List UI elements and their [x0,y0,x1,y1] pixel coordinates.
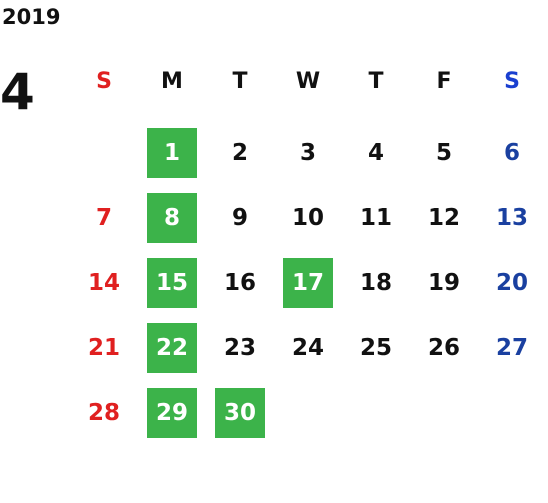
highlighted-day[interactable]: 1 [147,127,197,178]
weekday-monday: M [161,68,183,94]
calendar-day[interactable]: 14 [87,269,120,296]
calendar-day[interactable]: 27 [495,334,528,361]
calendar-day[interactable]: 13 [495,204,528,231]
calendar-day-cell: 25 [342,315,410,380]
calendar-day-cell: 22 [138,315,206,380]
calendar-day-cell: 5 [410,120,478,185]
weekday-tuesday: T [232,68,248,94]
calendar-day-cell: 21 [70,315,138,380]
calendar-day[interactable]: 16 [223,269,256,296]
calendar-day[interactable]: 20 [495,269,528,296]
calendar-day-cell: 7 [70,185,138,250]
calendar-day[interactable]: 24 [291,334,324,361]
calendar-day-cell: 10 [274,185,342,250]
highlighted-day[interactable]: 15 [147,257,197,308]
year-label: 2019 [2,5,61,29]
weekday-sunday: S [96,68,112,94]
weekday-wednesday: W [295,68,321,94]
calendar-day[interactable]: 26 [427,334,460,361]
calendar-day[interactable]: 19 [427,269,460,296]
weekday-thursday: T [368,68,384,94]
calendar-day-cell: 24 [274,315,342,380]
calendar-day-cell: 3 [274,120,342,185]
highlighted-day[interactable]: 29 [147,387,197,438]
calendar-day-cell: 20 [478,250,546,315]
calendar-day-cell: 12 [410,185,478,250]
calendar-day-cell: 30 [206,380,274,445]
calendar-day[interactable]: 18 [359,269,392,296]
calendar-day-cell: 18 [342,250,410,315]
calendar-empty-cell [70,120,138,185]
calendar-day-cell: 19 [410,250,478,315]
highlighted-day[interactable]: 22 [147,322,197,373]
calendar-day-cell: 27 [478,315,546,380]
calendar-day[interactable]: 6 [503,139,520,166]
calendar-day-cell: 28 [70,380,138,445]
calendar-day-cell: 26 [410,315,478,380]
calendar-day[interactable]: 12 [427,204,460,231]
calendar-day[interactable]: 28 [87,399,120,426]
calendar-day[interactable]: 21 [87,334,120,361]
calendar-day-cell: 8 [138,185,206,250]
calendar-day[interactable]: 3 [299,139,316,166]
highlighted-day[interactable]: 30 [215,387,265,438]
calendar-day-cell: 11 [342,185,410,250]
calendar-day[interactable]: 4 [367,139,384,166]
calendar-day-cell: 14 [70,250,138,315]
month-number: 4 [0,63,35,121]
calendar-day[interactable]: 5 [435,139,452,166]
calendar-day[interactable]: 9 [231,204,248,231]
weekday-saturday: S [504,68,520,94]
calendar-day-cell: 23 [206,315,274,380]
calendar-day[interactable]: 23 [223,334,256,361]
weekday-friday: F [436,68,452,94]
highlighted-day[interactable]: 8 [147,192,197,243]
calendar-day-cell: 9 [206,185,274,250]
highlighted-day[interactable]: 17 [283,257,333,308]
weekday-header-row: S M T W T F S [70,64,546,98]
calendar-day[interactable]: 11 [359,204,392,231]
calendar-day-cell: 1 [138,120,206,185]
calendar-day-cell: 6 [478,120,546,185]
calendar-day-cell: 15 [138,250,206,315]
calendar-day-cell: 4 [342,120,410,185]
calendar-day[interactable]: 2 [231,139,248,166]
calendar-day-cell: 29 [138,380,206,445]
calendar-day[interactable]: 7 [95,204,112,231]
calendar-day-cell: 17 [274,250,342,315]
calendar-day-cell: 13 [478,185,546,250]
calendar-day[interactable]: 10 [291,204,324,231]
calendar-day-cell: 2 [206,120,274,185]
calendar-day-cell: 16 [206,250,274,315]
calendar-day[interactable]: 25 [359,334,392,361]
